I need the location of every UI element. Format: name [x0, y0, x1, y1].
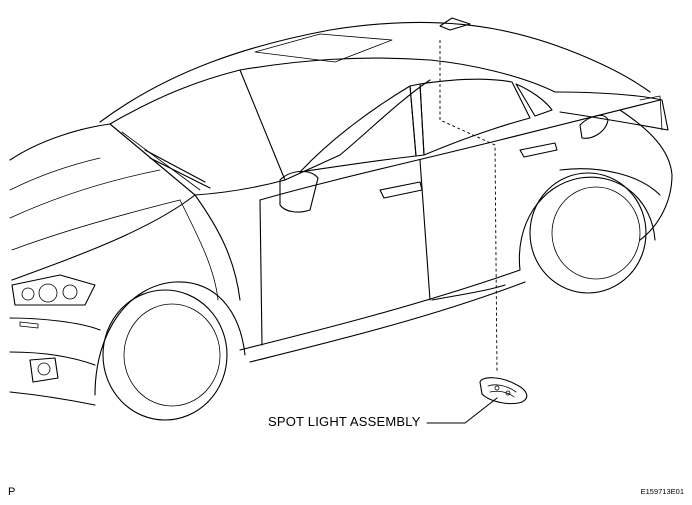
view-code: P: [8, 486, 16, 498]
rear-door-window: [419, 78, 531, 156]
trunk-outline: [554, 91, 669, 131]
hood-outline: [9, 123, 196, 281]
front-door-window: [299, 85, 417, 173]
rear-door-handle: [519, 142, 558, 158]
windshield: [109, 69, 286, 196]
fog-light: [29, 357, 59, 383]
front-wheel: [102, 289, 228, 421]
callout-leader: [426, 397, 498, 424]
quarter-window: [515, 83, 553, 117]
rear-wheel: [529, 172, 647, 294]
rocker-panel: [239, 269, 521, 351]
antenna-icon: [439, 17, 471, 31]
side-marker: [19, 321, 39, 329]
headlight: [11, 274, 96, 306]
front-wheel-arch: [94, 281, 246, 396]
side-mirror: [279, 170, 319, 213]
part-callout-label: SPOT LIGHT ASSEMBLY: [268, 414, 421, 429]
figure-code: E159713E01: [640, 487, 684, 496]
location-leader: [439, 40, 498, 373]
roof-outline: [99, 21, 651, 123]
sunroof: [254, 33, 393, 63]
spot-light-assembly-icon: [479, 377, 528, 405]
fuel-door: [579, 114, 609, 139]
wiper: [144, 149, 211, 189]
front-door-handle: [379, 181, 423, 199]
rear-wheel-arch: [518, 176, 656, 271]
